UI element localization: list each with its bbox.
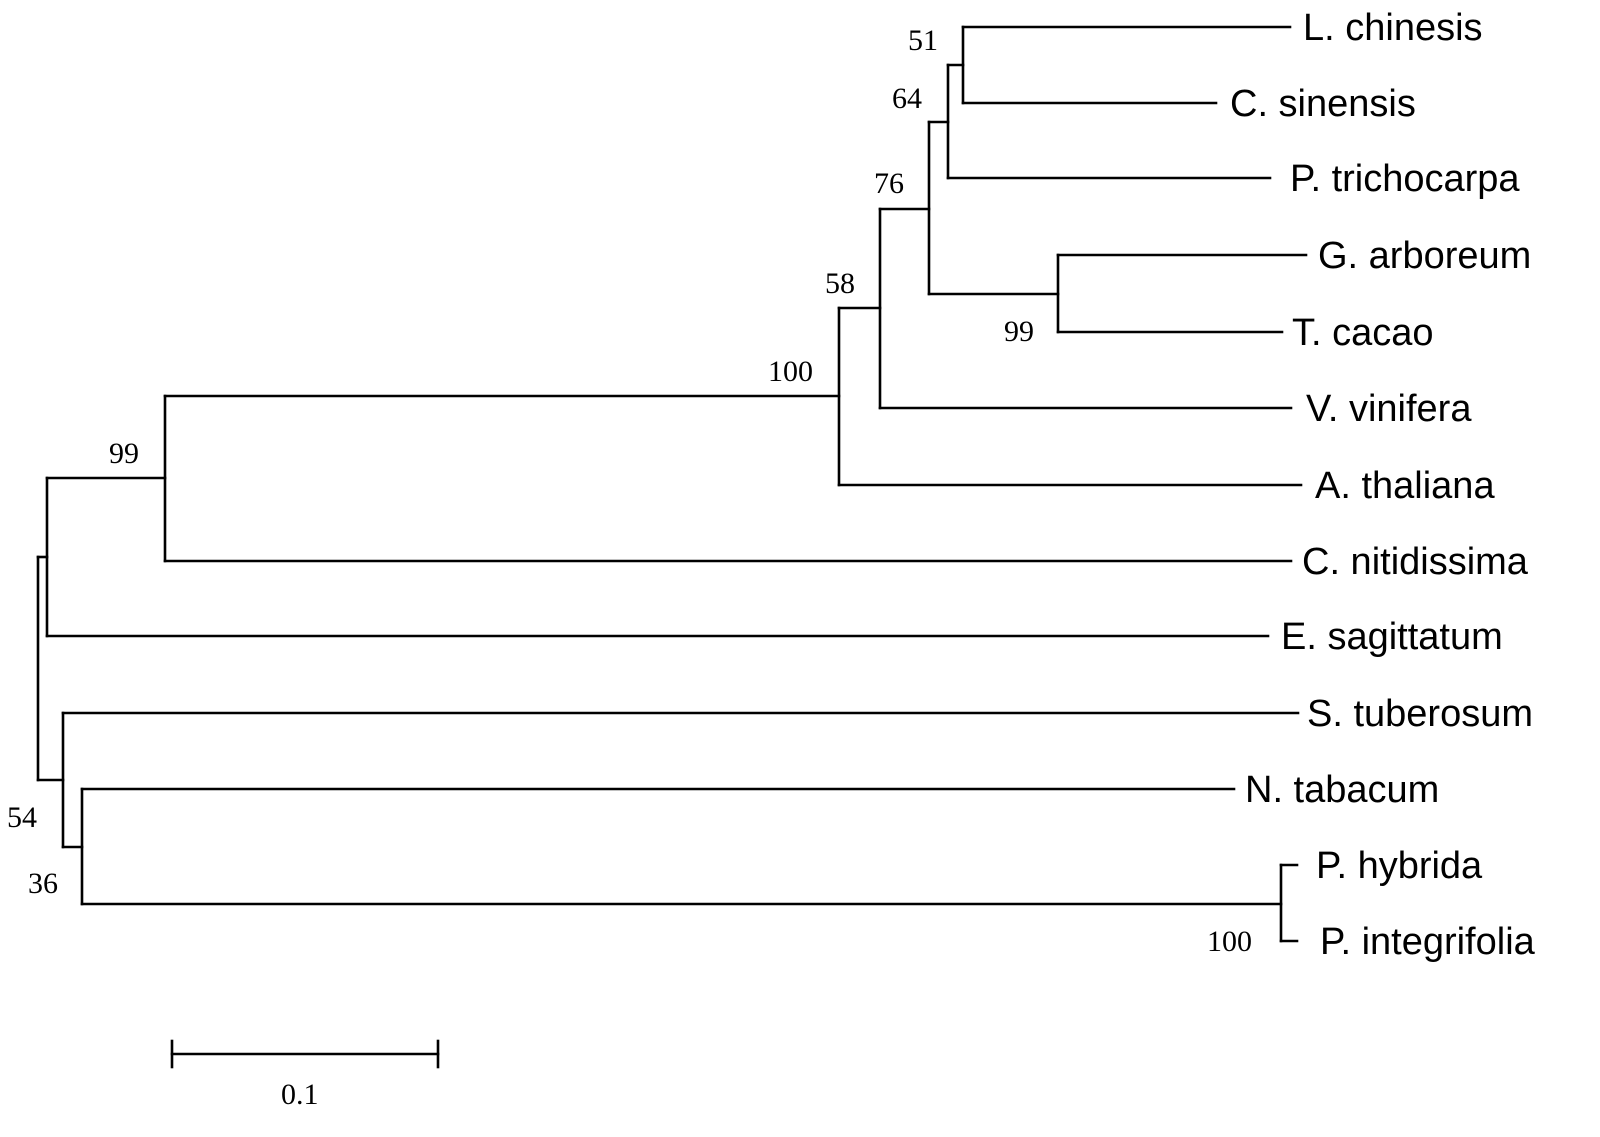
- support-value: 99: [109, 437, 139, 470]
- taxon-label-s-tuberosum: S. tuberosum: [1307, 693, 1533, 735]
- support-value: 100: [768, 355, 813, 388]
- scale-bar: 0.1: [170, 1039, 440, 1111]
- taxon-labels: L. chinesis C. sinensis P. trichocarpa G…: [1230, 7, 1536, 963]
- taxon-label-l-chinesis: L. chinesis: [1303, 7, 1483, 49]
- taxon-label-a-thaliana: A. thaliana: [1315, 465, 1495, 507]
- support-value: 36: [28, 867, 58, 900]
- support-value: 51: [908, 24, 938, 57]
- taxon-label-t-cacao: T. cacao: [1292, 312, 1434, 354]
- support-value: 64: [892, 82, 922, 115]
- support-values: 51 64 76 58 100 99 99 54 36 100: [7, 24, 1252, 958]
- taxon-label-p-integrifolia: P. integrifolia: [1320, 921, 1536, 963]
- support-value: 76: [874, 167, 904, 200]
- scale-bar-label: 0.1: [281, 1078, 319, 1111]
- support-value: 100: [1207, 925, 1252, 958]
- taxon-label-p-trichocarpa: P. trichocarpa: [1290, 158, 1520, 200]
- taxon-label-p-hybrida: P. hybrida: [1316, 845, 1483, 887]
- taxon-label-e-sagittatum: E. sagittatum: [1281, 616, 1503, 658]
- taxon-label-n-tabacum: N. tabacum: [1245, 769, 1439, 811]
- support-value: 58: [825, 267, 855, 300]
- taxon-label-c-nitidissima: C. nitidissima: [1302, 541, 1529, 583]
- taxon-label-g-arboreum: G. arboreum: [1318, 235, 1531, 277]
- tree-branches: [36, 25, 1308, 943]
- support-value: 54: [7, 801, 37, 834]
- taxon-label-v-vinifera: V. vinifera: [1306, 388, 1472, 430]
- taxon-label-c-sinensis: C. sinensis: [1230, 83, 1416, 125]
- support-value: 99: [1004, 315, 1034, 348]
